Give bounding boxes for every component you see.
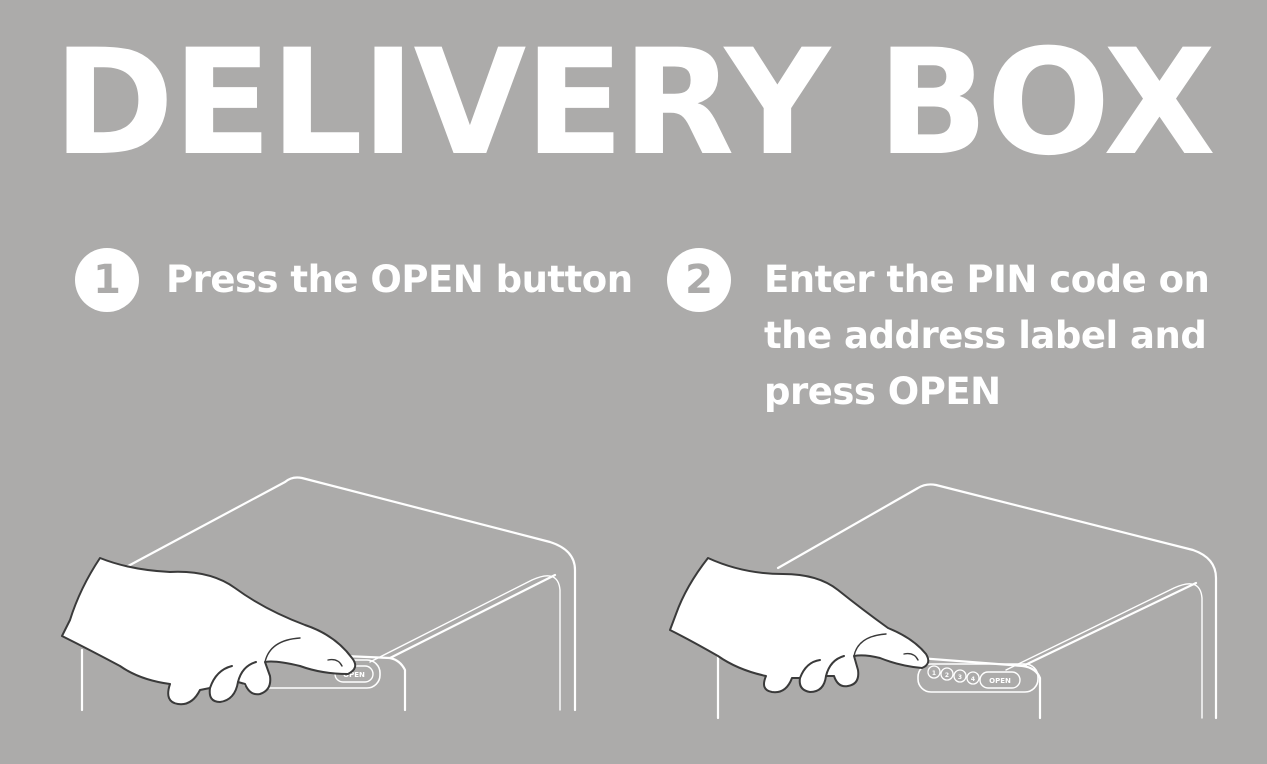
step-1-number-badge: 1 xyxy=(75,248,139,312)
open-button-label-1: OPEN xyxy=(343,671,365,679)
keypad-digit-1: 1 xyxy=(932,670,936,677)
step-2-number-badge: 2 xyxy=(667,248,731,312)
step-2-text-line-2: the address label and xyxy=(764,314,1207,357)
page-title: DELIVERY BOX xyxy=(53,18,1216,188)
delivery-box-drawing-2: OPEN 1 2 3 4 xyxy=(669,483,1218,720)
step-1-text: Press the OPEN button xyxy=(166,258,633,301)
keypad-digit-4: 4 xyxy=(971,676,975,683)
step-2-text: Enter the PIN code on the address label … xyxy=(764,252,1210,420)
delivery-box-drawing-1: OPEN xyxy=(61,476,577,712)
step-2-text-line-1: Enter the PIN code on xyxy=(764,258,1210,301)
step-2-text-line-3: press OPEN xyxy=(764,370,1001,413)
illustration-step-1: OPEN xyxy=(60,470,590,730)
open-button-label-2: OPEN xyxy=(989,677,1011,685)
keypad-digit-3: 3 xyxy=(958,674,962,681)
keypad-digit-2: 2 xyxy=(945,672,949,679)
illustration-step-2: OPEN 1 2 3 4 xyxy=(668,478,1228,728)
